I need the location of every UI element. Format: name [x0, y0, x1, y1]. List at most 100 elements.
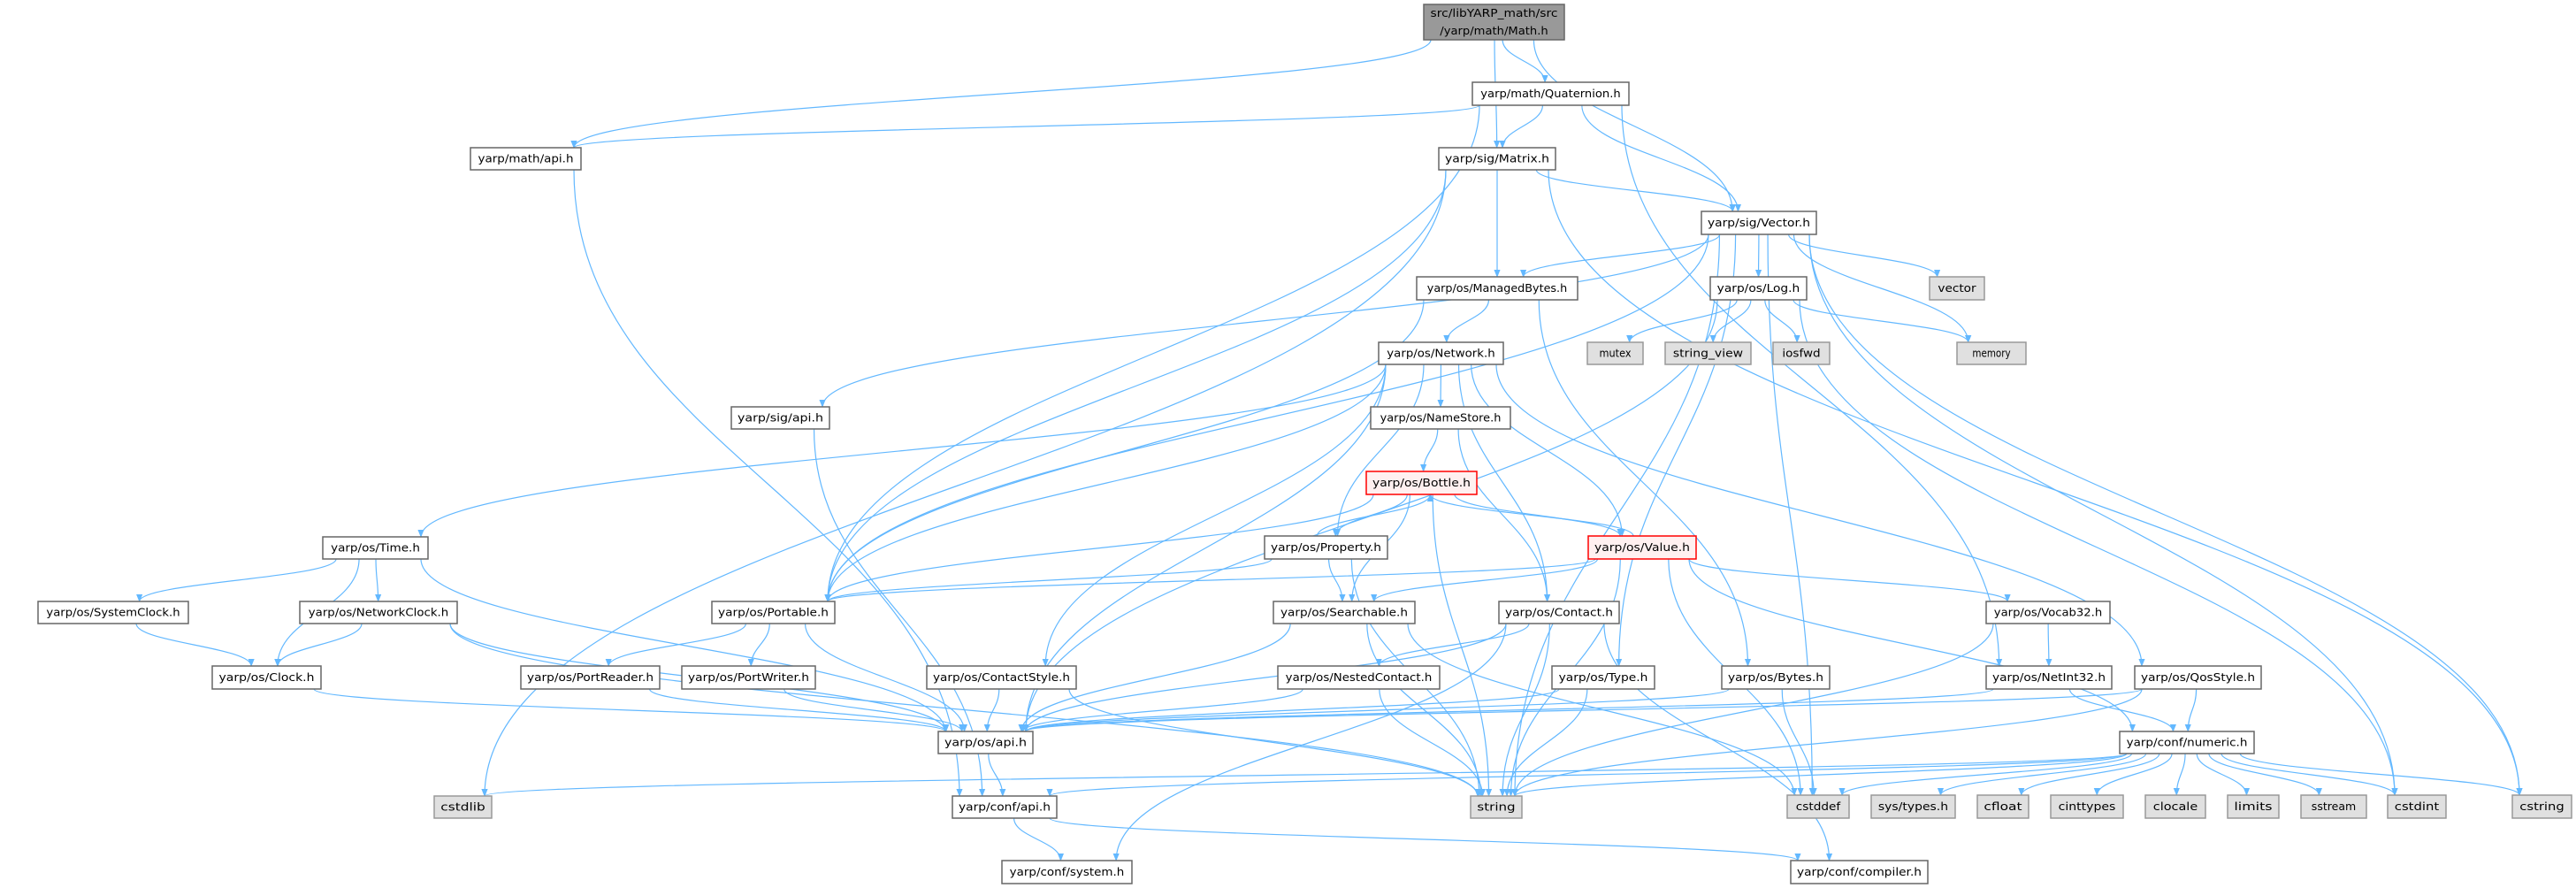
- node-math: src/libYARP_math/src/yarp/math/Math.h: [1423, 4, 1565, 41]
- node-nested[interactable]: yarp/os/NestedContact.h: [1277, 665, 1441, 690]
- node-box: [299, 601, 458, 624]
- node-time[interactable]: yarp/os/Time.h: [322, 536, 429, 560]
- node-namestore[interactable]: yarp/os/NameStore.h: [1370, 406, 1511, 430]
- node-box: [2300, 794, 2367, 819]
- node-system[interactable]: yarp/conf/system.h: [1001, 860, 1133, 884]
- node-matrix[interactable]: yarp/sig/Matrix.h: [1438, 147, 1556, 171]
- edge-vector_h-to-managed: [1520, 233, 1721, 278]
- node-type[interactable]: yarp/os/Type.h: [1551, 665, 1655, 690]
- node-sigapi[interactable]: yarp/sig/api.h: [730, 406, 830, 430]
- node-systypes: sys/types.h: [1870, 794, 1956, 819]
- node-portable[interactable]: yarp/os/Portable.h: [711, 601, 836, 624]
- node-box: [1976, 794, 2029, 819]
- node-box: [2387, 794, 2447, 819]
- edge-type-to-string: [1503, 688, 1588, 797]
- node-box: [1365, 471, 1478, 495]
- node-mathapi[interactable]: yarp/math/api.h: [470, 147, 582, 171]
- node-contact[interactable]: yarp/os/Contact.h: [1498, 601, 1620, 624]
- node-label: cinttypes: [2059, 800, 2116, 813]
- node-box: [1264, 535, 1388, 560]
- node-box: [1701, 211, 1817, 235]
- edge-sysclock-to-clock: [135, 623, 255, 667]
- node-managed[interactable]: yarp/os/ManagedBytes.h: [1416, 276, 1578, 301]
- edge-quat-to-matrix: [1499, 104, 1544, 149]
- edge-matrix-to-portable: [824, 169, 1447, 602]
- node-box: [937, 731, 1034, 754]
- edge-time-to-netclock: [375, 558, 382, 602]
- node-label: yarp/os/ContactStyle.h: [933, 671, 1070, 684]
- edge-netclock-to-string: [449, 623, 1481, 797]
- edge-nested-to-osapi: [1020, 688, 1303, 732]
- edge-portwriter-to-osapi: [784, 688, 966, 732]
- node-box: [1277, 665, 1441, 690]
- node-property[interactable]: yarp/os/Property.h: [1264, 535, 1388, 560]
- node-label: cfloat: [1984, 800, 2022, 813]
- node-searchable[interactable]: yarp/os/Searchable.h: [1273, 601, 1416, 624]
- edge-numeric-to-cstdlib: [482, 753, 2128, 797]
- node-box: [1586, 341, 1644, 365]
- edge-type-to-osapi: [1022, 688, 1560, 732]
- edge-confapi-to-system: [1013, 817, 1065, 861]
- node-box: [1438, 147, 1556, 171]
- node-sysclock[interactable]: yarp/os/SystemClock.h: [37, 601, 189, 624]
- edge-network-to-value: [1471, 364, 1625, 537]
- node-vector: vector: [1929, 276, 1985, 301]
- edge-log-to-cstdint: [1799, 299, 2398, 796]
- node-netclock[interactable]: yarp/os/NetworkClock.h: [299, 601, 458, 624]
- node-osapi[interactable]: yarp/os/api.h: [937, 731, 1034, 754]
- edge-contact-to-compiler: [1603, 623, 1833, 861]
- node-label: yarp/os/QosStyle.h: [2141, 671, 2255, 684]
- node-label: cstdlib: [440, 801, 485, 814]
- node-box: [730, 406, 830, 430]
- node-cfloat: cfloat: [1976, 794, 2029, 819]
- edge-netint-to-osapi: [1022, 688, 1994, 732]
- edge-vocab-to-netint: [2045, 623, 2052, 667]
- edge-contact-to-osapi: [1022, 623, 1507, 732]
- edge-network-to-contact: [1457, 364, 1551, 602]
- node-string_view: string_view: [1664, 341, 1752, 365]
- node-limits: limits: [2227, 794, 2280, 819]
- node-cinttypes: cinttypes: [2050, 794, 2124, 819]
- node-label: yarp/os/Type.h: [1559, 671, 1648, 684]
- node-label: yarp/os/Vocab32.h: [1994, 607, 2102, 619]
- node-box: [2050, 794, 2124, 819]
- node-label: vector: [1938, 282, 1976, 295]
- edge-numeric-to-sstream: [2208, 753, 2322, 796]
- node-box: [1790, 860, 1929, 884]
- edge-bottle-to-string: [1432, 494, 1493, 797]
- edge-log-to-mutex: [1626, 299, 1738, 343]
- node-netint[interactable]: yarp/os/NetInt32.h: [1985, 665, 2113, 690]
- edge-managed-to-bytes: [1538, 299, 1752, 667]
- edge-log-to-iosfwd: [1764, 299, 1800, 343]
- node-bytes[interactable]: yarp/os/Bytes.h: [1721, 665, 1831, 690]
- node-contactstyle[interactable]: yarp/os/ContactStyle.h: [926, 665, 1077, 690]
- node-numeric[interactable]: yarp/conf/numeric.h: [2119, 731, 2255, 754]
- edge-numeric-to-cinttypes: [2093, 753, 2173, 796]
- edge-bottle-to-value: [1454, 494, 1624, 537]
- node-portwriter[interactable]: yarp/os/PortWriter.h: [681, 665, 816, 690]
- node-portreader[interactable]: yarp/os/PortReader.h: [520, 665, 661, 690]
- edge-searchable-to-osapi: [1018, 623, 1291, 732]
- edge-quat-to-mathapi: [570, 104, 1480, 149]
- node-log[interactable]: yarp/os/Log.h: [1709, 276, 1808, 301]
- node-label: yarp/os/Network.h: [1387, 348, 1494, 360]
- node-qos[interactable]: yarp/os/QosStyle.h: [2134, 665, 2262, 690]
- node-value[interactable]: yarp/os/Value.h: [1587, 535, 1697, 560]
- node-vector_h[interactable]: yarp/sig/Vector.h: [1701, 211, 1817, 235]
- node-label: yarp/math/Quaternion.h: [1480, 88, 1620, 100]
- node-label: yarp/os/NetworkClock.h: [309, 607, 448, 619]
- node-clock[interactable]: yarp/os/Clock.h: [211, 665, 322, 690]
- node-bottle[interactable]: yarp/os/Bottle.h: [1365, 471, 1478, 495]
- node-vocab[interactable]: yarp/os/Vocab32.h: [1985, 601, 2111, 624]
- node-quat[interactable]: yarp/math/Quaternion.h: [1471, 81, 1630, 106]
- edge-vector_h-to-sigapi: [819, 233, 1709, 408]
- node-label: yarp/os/api.h: [944, 737, 1027, 749]
- node-confapi[interactable]: yarp/conf/api.h: [952, 795, 1058, 819]
- node-compiler[interactable]: yarp/conf/compiler.h: [1790, 860, 1929, 884]
- node-box: [322, 536, 429, 560]
- node-label: yarp/conf/system.h: [1010, 866, 1125, 878]
- edge-property-to-searchable: [1327, 558, 1346, 602]
- node-label: sstream: [2312, 800, 2356, 813]
- node-label: yarp/os/Clock.h: [219, 671, 315, 684]
- node-network[interactable]: yarp/os/Network.h: [1378, 341, 1504, 365]
